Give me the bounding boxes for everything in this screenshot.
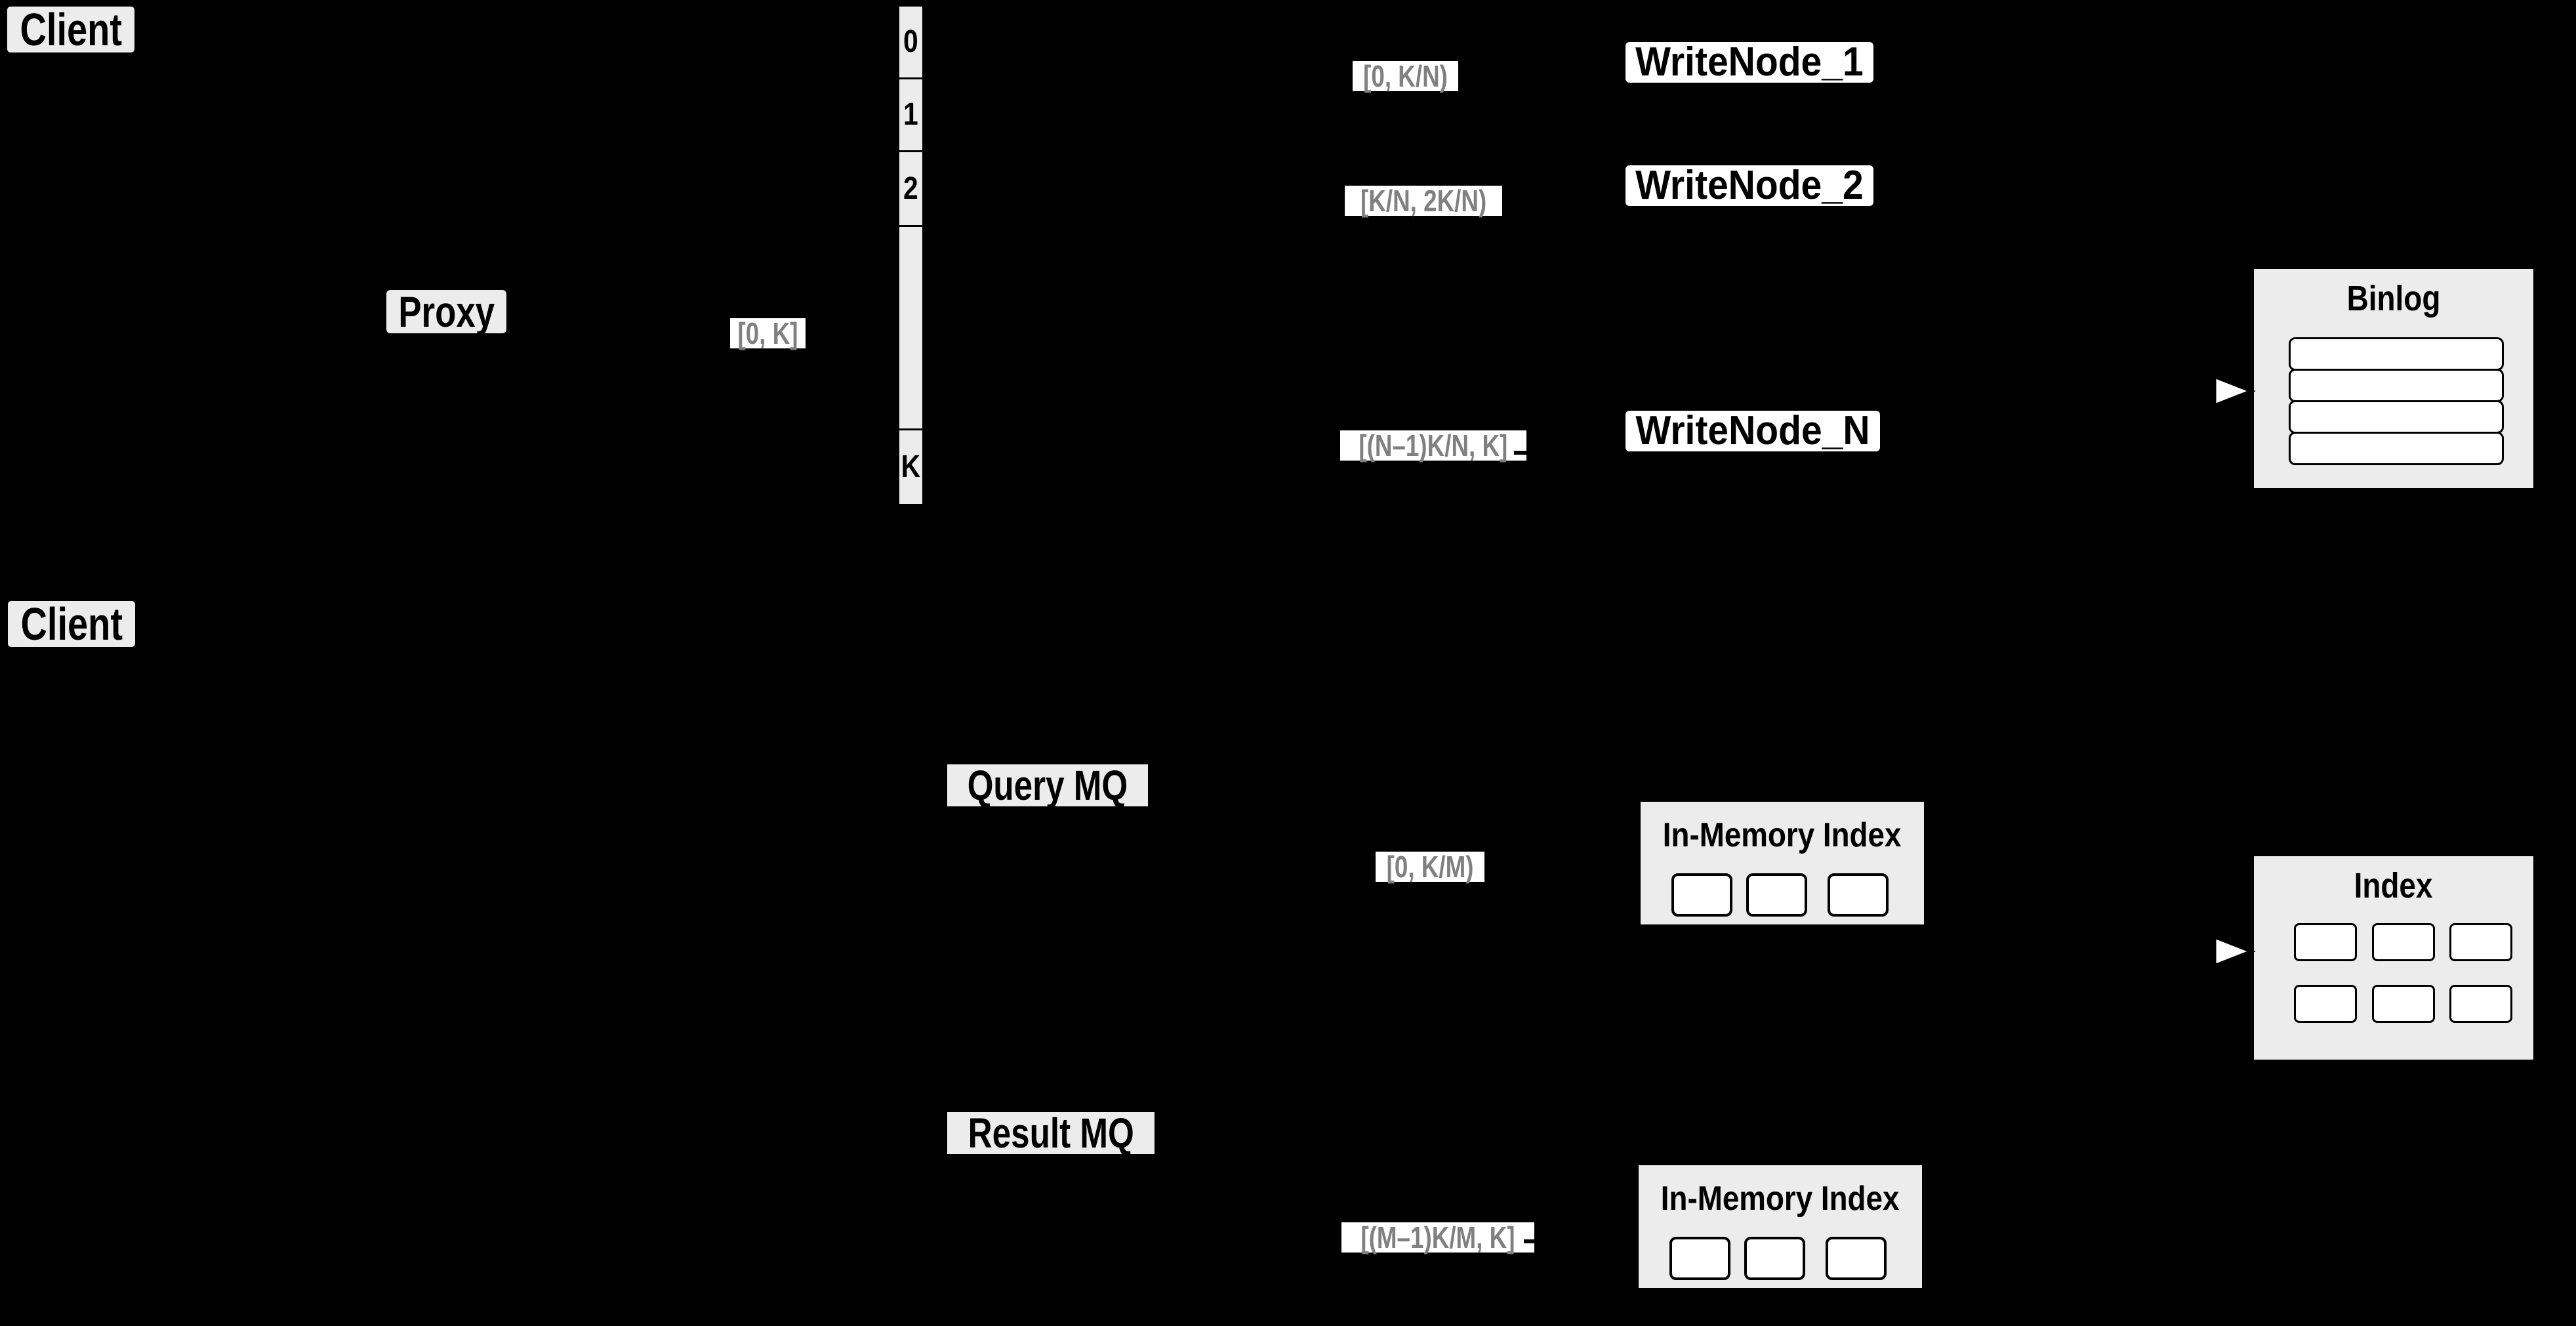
wal-row-k: K bbox=[897, 428, 924, 506]
index-segment-cell bbox=[1669, 1237, 1730, 1280]
store-engine-title-text: Store Engine bbox=[2085, 134, 2300, 184]
arrow-to-query-node-1 bbox=[1524, 860, 1619, 890]
index-file-cell bbox=[2372, 923, 2435, 961]
index-segment-cell bbox=[1828, 873, 1889, 917]
index-segment-cell bbox=[1671, 873, 1732, 917]
open-arrow-to-binlog bbox=[2182, 374, 2256, 408]
proxy-label: Proxy bbox=[398, 287, 495, 336]
proxy-range-text: [0, K] bbox=[737, 316, 798, 350]
wal-row-1: 1 bbox=[897, 77, 924, 152]
query-node-1: QueryNode_1 In-Memory Index bbox=[1494, 694, 1927, 927]
result-mq-node: Result MQ bbox=[945, 1109, 1157, 1157]
store-engine-container: Store Engine Binlog Index bbox=[2085, 130, 2535, 1062]
ellipsis-dot bbox=[1046, 327, 1055, 337]
index-title: Index bbox=[2254, 863, 2533, 909]
ellipsis-dot bbox=[1046, 366, 1055, 377]
in-memory-index-1-text: In-Memory Index bbox=[1663, 816, 1902, 854]
ellipsis-dot bbox=[1046, 287, 1055, 298]
wal-row-k-label: K bbox=[901, 449, 921, 484]
binlog-box: Binlog bbox=[2252, 267, 2535, 490]
write-node-n-label: WriteNode_N bbox=[1635, 408, 1870, 453]
query-range-m-text: [(M–1)K/M, K] bbox=[1360, 1220, 1515, 1254]
write-range-2-text: [K/N, 2K/N) bbox=[1360, 184, 1487, 218]
write-range-n-text: [(N–1)K/N, K] bbox=[1359, 428, 1508, 463]
write-node-1: WriteNode_1 bbox=[1622, 38, 1877, 87]
index-box: Index bbox=[2252, 854, 2535, 1062]
write-node-n: WriteNode_N bbox=[1622, 407, 1885, 455]
query-mq-label: Query MQ bbox=[967, 762, 1128, 809]
wal-row-1-label: 1 bbox=[903, 97, 918, 132]
in-memory-index-1: In-Memory Index bbox=[1638, 799, 1927, 927]
query-node-1-title-text: QueryNode_1 bbox=[1494, 695, 1746, 742]
wal-row-2-label: 2 bbox=[903, 171, 918, 206]
write-node-1-label: WriteNode_1 bbox=[1635, 39, 1864, 85]
ellipsis-dot bbox=[1765, 993, 1773, 1004]
client-node-bottom: Client bbox=[6, 598, 138, 650]
query-mq-node: Query MQ bbox=[945, 762, 1150, 808]
binlog-title-text: Binlog bbox=[2346, 279, 2441, 318]
ellipsis-dot bbox=[1765, 1030, 1773, 1041]
proxy-stack-back-card bbox=[451, 223, 457, 228]
arrow-to-write-node-n bbox=[1514, 438, 1629, 468]
wal-row-0: 0 bbox=[897, 5, 924, 79]
ellipsis-dot bbox=[1778, 314, 1787, 324]
ellipsis-dot bbox=[1778, 276, 1787, 286]
index-file-cell bbox=[2372, 985, 2435, 1023]
binlog-row bbox=[2289, 400, 2504, 434]
query-range-1-text: [0, K/M) bbox=[1386, 850, 1474, 884]
index-file-cell bbox=[2449, 985, 2512, 1023]
in-memory-index-2-text: In-Memory Index bbox=[1661, 1180, 1900, 1218]
query-node-2: QueryNode_1 In-Memory Index bbox=[1492, 1058, 1925, 1291]
binlog-title: Binlog bbox=[2254, 276, 2533, 321]
wal-row-ellipsis bbox=[897, 225, 1055, 430]
wal-row-2: 2 bbox=[897, 150, 924, 227]
index-file-cell bbox=[2449, 923, 2512, 961]
index-file-cell bbox=[2294, 985, 2357, 1023]
write-range-1-text: [0, K/N) bbox=[1363, 59, 1448, 93]
binlog-row bbox=[2289, 337, 2504, 371]
query-node-2-title-text: QueryNode_1 bbox=[1491, 1058, 1743, 1106]
binlog-row bbox=[2289, 432, 2504, 465]
client-bottom-label: Client bbox=[20, 598, 123, 650]
client-top-label: Client bbox=[20, 4, 123, 55]
in-memory-index-1-title: In-Memory Index bbox=[1641, 810, 1924, 861]
write-range-chip-1: [0, K/N) bbox=[1353, 61, 1458, 91]
index-segment-cell bbox=[1826, 1237, 1887, 1280]
query-range-chip-m: [(M–1)K/M, K] bbox=[1341, 1222, 1534, 1253]
result-mq-label: Result MQ bbox=[968, 1109, 1134, 1157]
query-range-chip-1: [0, K/M) bbox=[1376, 850, 1485, 884]
index-title-text: Index bbox=[2354, 866, 2433, 905]
write-range-chip-n: [(N–1)K/N, K] bbox=[1340, 430, 1526, 461]
ellipsis-dot bbox=[1778, 352, 1787, 362]
write-node-2: WriteNode_2 bbox=[1622, 161, 1877, 210]
arrow-to-write-node-1 bbox=[1514, 68, 1629, 98]
wal-row-0-label: 0 bbox=[903, 24, 918, 59]
write-range-chip-2: [K/N, 2K/N) bbox=[1345, 184, 1503, 218]
binlog-row bbox=[2289, 369, 2504, 402]
ellipsis-dot bbox=[1765, 957, 1773, 967]
client-node-top: Client bbox=[5, 4, 137, 55]
proxy-node: Proxy bbox=[384, 287, 510, 336]
index-segment-cell bbox=[1744, 1237, 1805, 1280]
open-arrow-to-index bbox=[2182, 934, 2256, 968]
binlog-rows bbox=[2289, 337, 2504, 465]
index-file-cell bbox=[2294, 923, 2357, 961]
proxy-range-chip: [0, K] bbox=[730, 318, 806, 348]
index-segment-cell bbox=[1746, 873, 1807, 917]
in-memory-index-2-title: In-Memory Index bbox=[1639, 1173, 1922, 1224]
arrow-to-write-node-2 bbox=[1514, 192, 1629, 222]
in-memory-index-2: In-Memory Index bbox=[1636, 1163, 1925, 1291]
proxy-stack-middle-card bbox=[419, 255, 424, 260]
wal-segment-table: 0 1 2 K bbox=[897, 5, 1055, 506]
arrow-to-query-node-2 bbox=[1524, 1226, 1616, 1256]
write-node-2-label: WriteNode_2 bbox=[1635, 163, 1864, 208]
